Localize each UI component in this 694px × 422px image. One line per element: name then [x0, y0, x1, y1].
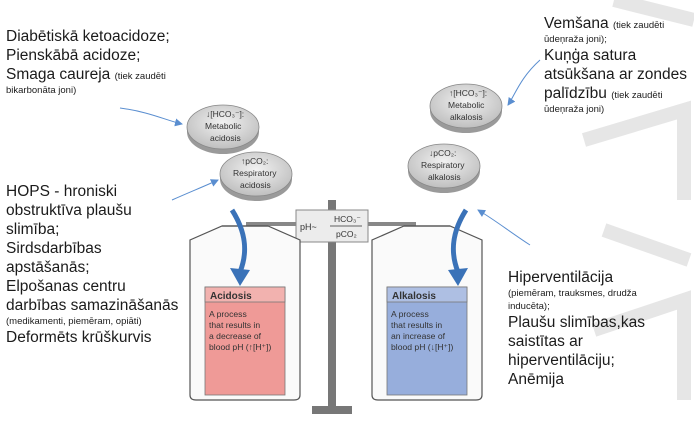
- right-mid-causes: Hiperventilācija (piemēram, trauksmes, d…: [508, 268, 694, 389]
- cause-note: inducēta);: [508, 301, 550, 312]
- acidosis-panel: [204, 286, 286, 396]
- svg-text:↓pCO₂:: ↓pCO₂:: [429, 148, 456, 158]
- svg-text:Metabolic: Metabolic: [448, 100, 485, 110]
- cause-text: apstāšanās;: [6, 259, 90, 276]
- weight-respiratory-alkalosis: ↓pCO₂: Respiratory alkalosis: [407, 143, 481, 193]
- ratio-numerator: HCO₃⁻: [334, 214, 361, 224]
- weight-metabolic-alkalosis: ↑[HCO₃⁻]: Metabolic alkalosis: [429, 83, 503, 133]
- alk-arrow: [450, 208, 469, 273]
- cause-text: darbības samazināšanās: [6, 297, 179, 314]
- svg-text:acidosis: acidosis: [240, 180, 271, 190]
- scale-base: [312, 406, 352, 414]
- cause-text: Deformēts krūškurvis: [6, 329, 152, 346]
- cause-text: hiperventilāciju;: [508, 352, 615, 369]
- pointer-arrow: [119, 107, 183, 127]
- top-left-causes: Diabētiskā ketoacidoze; Pienskābā acidoz…: [6, 27, 206, 97]
- alk-arrow-head: [448, 268, 468, 286]
- alkalosis-desc-line: A process: [391, 309, 429, 319]
- cause-text: Diabētiskā ketoacidoze;: [6, 28, 170, 45]
- alkalosis-desc-line: blood pH (↓[H⁺]): [391, 342, 453, 352]
- acid-arrow-head: [230, 268, 250, 286]
- pointer-arrow: [507, 59, 541, 106]
- alkalosis-title-bar: [386, 286, 468, 303]
- cause-text: atsūkšana ar zondes: [544, 66, 688, 83]
- cause-text: Anēmija: [508, 371, 564, 388]
- alkalosis-desc-line: an increase of: [391, 331, 446, 341]
- cause-text: Pienskābā acidoze;: [6, 47, 141, 64]
- cause-text: slimība;: [6, 221, 60, 238]
- cause-text: Hiperventilācija: [508, 269, 614, 286]
- weight-metabolic-acidosis: ↓[HCO₃⁻]: Metabolic acidosis: [186, 104, 260, 154]
- weight-respiratory-acidosis: ↑pCO₂: Respiratory acidosis: [219, 151, 293, 201]
- acidosis-desc-line: A process: [209, 309, 247, 319]
- svg-text:Respiratory: Respiratory: [233, 168, 277, 178]
- acidosis-desc-line: that results in: [209, 320, 260, 330]
- cause-text: Smaga caureja (tiek zaudēti: [6, 66, 166, 83]
- cause-note: bikarbonāta joni): [6, 85, 77, 96]
- cause-text: palīdzību (tiek zaudēti: [544, 85, 663, 102]
- pointer-arrow: [477, 209, 531, 246]
- acidosis-desc-line: a decrease of: [209, 331, 262, 341]
- acidosis-desc-line: blood pH (↑[H⁺]): [209, 342, 271, 352]
- svg-text:↑pCO₂:: ↑pCO₂:: [241, 156, 268, 166]
- alkalosis-panel: [386, 286, 468, 396]
- cause-text: Kuņģa satura: [544, 47, 637, 64]
- svg-text:Respiratory: Respiratory: [421, 160, 465, 170]
- alkalosis-desc-line: that results in: [391, 320, 442, 330]
- svg-text:↓[HCO₃⁻]:: ↓[HCO₃⁻]:: [206, 109, 244, 119]
- alkalosis-title: Alkalosis: [392, 291, 436, 302]
- cause-text: HOPS - hroniski: [6, 183, 118, 200]
- cause-note: ūdeņraža joni);: [544, 34, 607, 45]
- svg-text:acidosis: acidosis: [210, 133, 241, 143]
- left-mid-causes: HOPS - hroniski obstruktīva plaušu slimī…: [6, 182, 216, 347]
- watermark: [581, 0, 694, 400]
- cause-text: Vemšana (tiek zaudēti: [544, 15, 665, 32]
- cause-text: obstruktīva plaušu: [6, 202, 132, 219]
- acid-arrow: [229, 208, 248, 273]
- cause-note: (piemēram, trauksmes, drudža: [508, 288, 637, 299]
- ratio-denominator: pCO₂: [336, 229, 357, 239]
- pointer-arrow: [171, 179, 219, 201]
- svg-text:alkalosis: alkalosis: [450, 112, 483, 122]
- cause-text: Elpošanas centru: [6, 278, 126, 295]
- scale-post: [328, 200, 336, 412]
- top-right-causes: Vemšana (tiek zaudēti ūdeņraža joni); Ku…: [544, 14, 694, 116]
- acidosis-title: Acidosis: [210, 291, 252, 302]
- svg-text:Metabolic: Metabolic: [205, 121, 242, 131]
- ph-label: pH~: [300, 222, 317, 232]
- svg-text:alkalosis: alkalosis: [428, 172, 461, 182]
- cause-text: Sirdsdarbības: [6, 240, 102, 257]
- svg-text:↑[HCO₃⁻]:: ↑[HCO₃⁻]:: [449, 88, 487, 98]
- cause-text: Plaušu slimības,kas: [508, 314, 645, 331]
- cause-note: (medikamenti, piemēram, opiāti): [6, 316, 142, 327]
- cause-note: ūdeņraža joni): [544, 104, 605, 115]
- acidosis-title-bar: [204, 286, 286, 303]
- cause-text: saistītas ar: [508, 333, 583, 350]
